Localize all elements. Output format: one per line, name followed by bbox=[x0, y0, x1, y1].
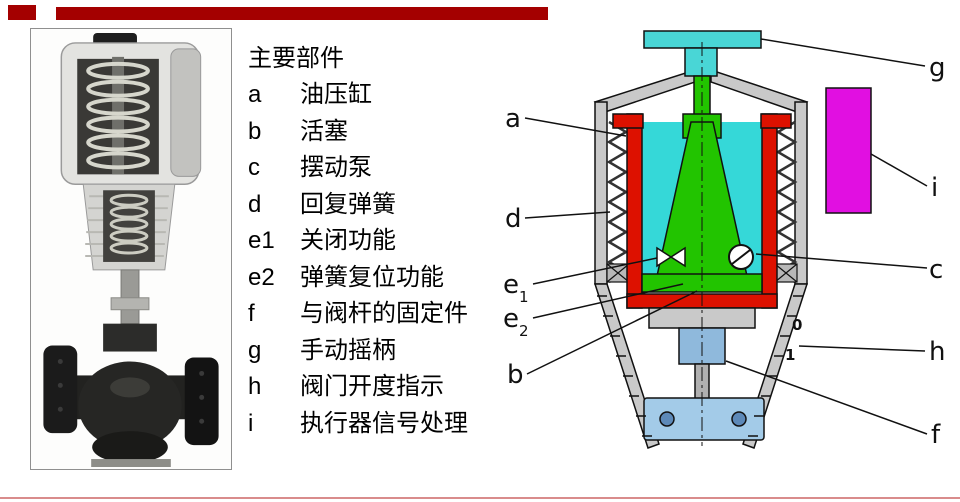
callout-label-e1-sub: 1 bbox=[519, 288, 529, 306]
list-item: f 与阀杆的固定件 bbox=[248, 296, 498, 333]
part-label: 弹簧复位功能 bbox=[300, 263, 444, 291]
signal-processor-box bbox=[825, 87, 872, 214]
scale-ticks-left bbox=[597, 295, 652, 437]
oscillating-pump bbox=[728, 244, 754, 270]
part-key: g bbox=[248, 336, 262, 364]
part-label: 回复弹簧 bbox=[300, 190, 396, 218]
callout-label-f: f bbox=[931, 420, 941, 450]
skirt-left bbox=[593, 283, 660, 449]
part-key: f bbox=[248, 300, 255, 327]
part-label: 阀门开度指示 bbox=[300, 373, 444, 400]
part-key: e1 bbox=[248, 227, 275, 254]
callout-line-h bbox=[798, 345, 926, 352]
callout-label-d: d bbox=[505, 204, 522, 234]
list-item: e2 弹簧复位功能 bbox=[248, 260, 498, 297]
callout-line-f bbox=[725, 360, 928, 435]
callout-label-e2: e bbox=[503, 304, 519, 334]
scale-mark-1: 1 bbox=[785, 346, 795, 364]
bracket-plate bbox=[643, 397, 765, 441]
inner-spring bbox=[109, 193, 149, 255]
cylinder-flange-right bbox=[760, 113, 792, 129]
scale-ticks-right bbox=[748, 295, 803, 437]
callout-label-a: a bbox=[505, 104, 521, 134]
scale-mark-0: 0 bbox=[792, 316, 802, 334]
cylinder-wall-left bbox=[626, 113, 643, 309]
part-key: i bbox=[248, 409, 254, 437]
header-accent-square bbox=[8, 5, 36, 20]
signal-processor-rect bbox=[825, 87, 872, 214]
callout-line-b bbox=[526, 290, 698, 375]
actuator-photo bbox=[30, 28, 232, 470]
list-item: g 手动摇柄 bbox=[248, 333, 498, 370]
handle-hub bbox=[684, 47, 718, 77]
callout-lines bbox=[524, 38, 928, 435]
callout-labels: a d e 1 e 2 b g i c h f bbox=[503, 53, 946, 450]
callout-line-c bbox=[755, 253, 928, 269]
valve-body bbox=[43, 323, 219, 468]
actuator-top-housing bbox=[60, 32, 202, 186]
list-item: d 回复弹簧 bbox=[248, 187, 498, 224]
close-function-valve bbox=[656, 246, 686, 268]
part-label: 执行器信号处理 bbox=[300, 409, 468, 437]
part-label: 手动摇柄 bbox=[300, 336, 396, 364]
part-label: 油压缸 bbox=[300, 81, 372, 108]
spring-seats bbox=[606, 263, 798, 283]
part-label: 摆动泵 bbox=[300, 154, 372, 181]
spring-right bbox=[775, 120, 798, 284]
callout-label-i: i bbox=[931, 173, 938, 203]
main-spring bbox=[86, 61, 150, 170]
spring-left bbox=[606, 120, 629, 284]
list-item: i 执行器信号处理 bbox=[248, 406, 498, 443]
part-label: 与阀杆的固定件 bbox=[300, 300, 468, 327]
part-key: a bbox=[248, 81, 262, 108]
list-item: b 活塞 bbox=[248, 114, 498, 151]
callout-line-g bbox=[760, 38, 926, 67]
roof-right bbox=[710, 68, 809, 113]
list-item: c 摆动泵 bbox=[248, 150, 498, 187]
callout-label-c: c bbox=[929, 255, 943, 285]
part-key: d bbox=[248, 190, 262, 218]
footer-line bbox=[0, 497, 960, 499]
actuator-lower-housing bbox=[82, 183, 176, 271]
part-label: 关闭功能 bbox=[300, 227, 396, 254]
callout-label-h: h bbox=[929, 337, 945, 367]
part-label: 活塞 bbox=[300, 117, 348, 145]
list-item: h 阀门开度指示 bbox=[248, 369, 498, 406]
part-key: b bbox=[248, 117, 262, 145]
header-accent-bar bbox=[56, 7, 548, 20]
cylinder-wall-right bbox=[761, 113, 778, 309]
part-key: c bbox=[248, 154, 260, 181]
part-key: e2 bbox=[248, 263, 275, 291]
valve-stem bbox=[110, 269, 150, 325]
manual-handle bbox=[643, 30, 762, 77]
part-key: h bbox=[248, 373, 262, 400]
parts-list: 主要部件 a 油压缸 b 活塞 c 摆动泵 d 回复弹簧 e1 关闭功能 e2 … bbox=[248, 40, 498, 442]
callout-label-g: g bbox=[929, 53, 946, 83]
list-item: e1 关闭功能 bbox=[248, 223, 498, 260]
callout-line-i bbox=[870, 153, 928, 187]
list-item: a 油压缸 bbox=[248, 77, 498, 114]
callout-line-d bbox=[524, 211, 611, 219]
roof-left bbox=[593, 68, 696, 113]
cylinder-flange-left bbox=[612, 113, 644, 129]
actuator-schematic-svg: 0 1 a d e 1 e 2 b bbox=[503, 30, 946, 450]
callout-label-e2-sub: 2 bbox=[519, 322, 529, 340]
actuator-photo-illustration bbox=[43, 32, 219, 468]
bottom-bracket bbox=[643, 397, 765, 441]
callout-label-e1: e bbox=[503, 270, 519, 300]
actuator-schematic: 0 1 a d e 1 e 2 b bbox=[498, 26, 960, 470]
parts-list-title: 主要部件 bbox=[248, 45, 344, 72]
callout-line-e2 bbox=[532, 283, 684, 319]
return-springs bbox=[606, 120, 798, 284]
callout-line-a bbox=[524, 117, 627, 137]
wall-left bbox=[594, 101, 608, 285]
opening-scale bbox=[597, 295, 803, 437]
callout-line-e1 bbox=[532, 257, 658, 285]
callout-label-b: b bbox=[507, 360, 524, 390]
